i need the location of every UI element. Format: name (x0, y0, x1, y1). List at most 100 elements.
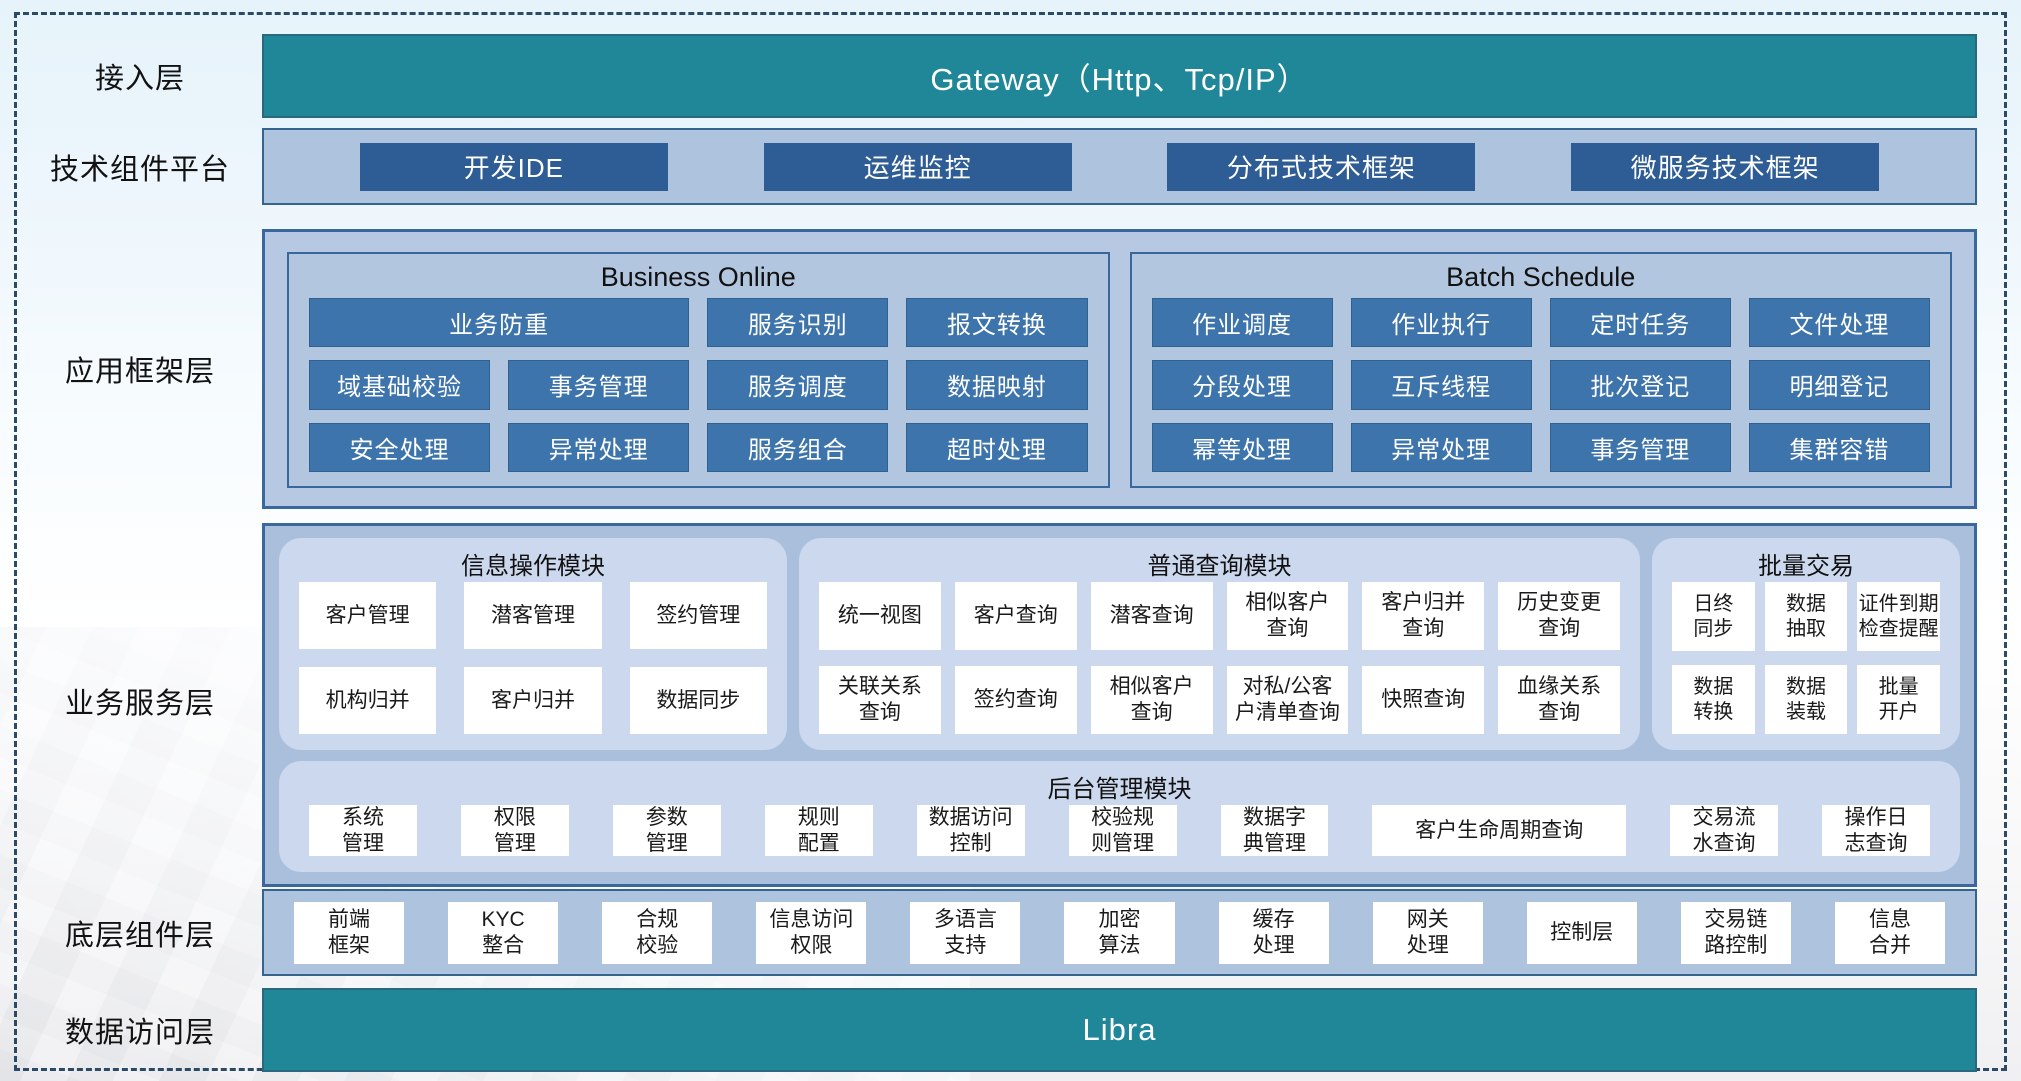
common-query-grid: 统一视图客户查询潜客查询相似客户 查询客户归并 查询历史变更 查询关联关系 查询… (819, 582, 1620, 734)
layer-label-service: 业务服务层 (64, 688, 215, 720)
admin-module-item: 数据字 典管理 (1220, 805, 1329, 857)
business-online-item: 业务防重 (309, 298, 690, 348)
batch-trade-item: 数据 转换 (1672, 665, 1755, 734)
batch-trade-title: 批量交易 (1758, 552, 1854, 580)
common-query-item: 相似客户 查询 (1090, 666, 1213, 734)
batch-schedule-item: 批次登记 (1549, 360, 1731, 410)
admin-module-item: 规则 配置 (764, 805, 873, 857)
admin-module-item: 权限 管理 (460, 805, 569, 857)
component-item: 交易链 路控制 (1680, 901, 1791, 964)
common-query-item: 签约查询 (954, 666, 1077, 734)
business-online-grid: 业务防重服务识别报文转换域基础校验事务管理服务调度数据映射安全处理异常处理服务组… (309, 298, 1088, 472)
common-query-item: 客户归并 查询 (1362, 582, 1485, 650)
info-operation-module: 信息操作模块 客户管理潜客管理签约管理机构归并客户归并数据同步 (279, 538, 787, 750)
access-layer-row: 接入层 Gateway（Http、Tcp/IP） (18, 34, 1977, 118)
framework-layer-row: 应用框架层 Business Online 业务防重服务识别报文转换域基础校验事… (18, 229, 1977, 509)
batch-schedule-item: 幂等处理 (1151, 422, 1333, 472)
common-query-item: 对私/公客 户清单查询 (1226, 666, 1349, 734)
info-operation-item: 客户管理 (299, 582, 437, 649)
libra-bar: Libra (262, 988, 1977, 1072)
info-operation-item: 签约管理 (629, 582, 767, 649)
business-online-section: Business Online 业务防重服务识别报文转换域基础校验事务管理服务调… (287, 252, 1110, 488)
business-online-item: 报文转换 (906, 298, 1088, 348)
admin-module-item: 交易流 水查询 (1670, 805, 1779, 857)
service-top-modules: 信息操作模块 客户管理潜客管理签约管理机构归并客户归并数据同步 普通查询模块 统… (279, 538, 1960, 750)
business-online-item: 服务组合 (707, 422, 889, 472)
business-online-item: 服务调度 (707, 360, 889, 410)
layer-label-tech-platform: 技术组件平台 (49, 153, 230, 186)
info-operation-title: 信息操作模块 (461, 552, 605, 580)
business-online-item: 数据映射 (906, 360, 1088, 410)
tech-platform-item: 分布式技术框架 (1167, 142, 1476, 191)
batch-schedule-grid: 作业调度作业执行定时任务文件处理分段处理互斥线程批次登记明细登记幂等处理异常处理… (1151, 298, 1930, 472)
admin-module-row: 系统 管理权限 管理参数 管理规则 配置数据访问 控制校验规 则管理数据字 典管… (299, 805, 1940, 857)
business-online-item: 异常处理 (508, 422, 690, 472)
batch-schedule-item: 明细登记 (1748, 360, 1930, 410)
admin-module-item: 校验规 则管理 (1068, 805, 1177, 857)
batch-trade-grid: 日终 同步数据 抽取证件到期 检查提醒数据 转换数据 装载批量 开户 (1672, 582, 1940, 734)
layer-label-access: 接入层 (94, 63, 185, 95)
layer-label-framework: 应用框架层 (64, 356, 215, 388)
gateway-bar: Gateway（Http、Tcp/IP） (262, 34, 1977, 118)
admin-module-item: 参数 管理 (612, 805, 721, 857)
batch-trade-item: 证件到期 检查提醒 (1857, 582, 1940, 651)
batch-schedule-item: 集群容错 (1748, 422, 1930, 472)
batch-schedule-section: Batch Schedule 作业调度作业执行定时任务文件处理分段处理互斥线程批… (1129, 252, 1952, 488)
info-operation-item: 客户归并 (464, 667, 602, 734)
info-operation-grid: 客户管理潜客管理签约管理机构归并客户归并数据同步 (299, 582, 767, 734)
info-operation-item: 机构归并 (299, 667, 437, 734)
admin-module-title: 后台管理模块 (1047, 775, 1192, 803)
common-query-item: 客户查询 (954, 582, 1077, 650)
batch-schedule-item: 作业调度 (1151, 298, 1333, 348)
service-layer-row: 业务服务层 信息操作模块 客户管理潜客管理签约管理机构归并客户归并数据同步 普通… (18, 523, 1977, 888)
common-query-module: 普通查询模块 统一视图客户查询潜客查询相似客户 查询客户归并 查询历史变更 查询… (799, 538, 1640, 750)
common-query-item: 历史变更 查询 (1498, 582, 1620, 650)
batch-schedule-title: Batch Schedule (1446, 261, 1636, 292)
component-item: 多语言 支持 (910, 901, 1021, 964)
admin-module-item: 系统 管理 (309, 805, 417, 857)
batch-schedule-item: 文件处理 (1748, 298, 1930, 348)
framework-panel: Business Online 业务防重服务识别报文转换域基础校验事务管理服务调… (262, 229, 1977, 509)
business-online-item: 超时处理 (906, 422, 1088, 472)
info-operation-item: 数据同步 (629, 667, 767, 734)
tech-platform-item: 微服务技术框架 (1571, 142, 1880, 191)
common-query-item: 相似客户 查询 (1226, 582, 1349, 650)
layer-label-component: 底层组件层 (64, 919, 215, 952)
component-item: 网关 处理 (1372, 901, 1483, 964)
business-online-item: 域基础校验 (309, 360, 491, 410)
batch-schedule-item: 异常处理 (1350, 422, 1532, 472)
tech-platform-item: 开发IDE (359, 142, 668, 191)
tech-platform-item: 运维监控 (763, 142, 1072, 191)
batch-trade-module: 批量交易 日终 同步数据 抽取证件到期 检查提醒数据 转换数据 装载批量 开户 (1652, 538, 1960, 750)
component-item: 前端 框架 (294, 901, 405, 964)
common-query-title: 普通查询模块 (1147, 552, 1292, 580)
service-panel: 信息操作模块 客户管理潜客管理签约管理机构归并客户归并数据同步 普通查询模块 统… (262, 523, 1977, 888)
common-query-item: 关联关系 查询 (819, 666, 941, 734)
batch-trade-item: 日终 同步 (1672, 582, 1755, 651)
component-item: KYC 整合 (448, 901, 559, 964)
batch-trade-item: 批量 开户 (1857, 665, 1940, 734)
common-query-item: 快照查询 (1362, 666, 1485, 734)
common-query-item: 统一视图 (819, 582, 941, 650)
batch-schedule-item: 互斥线程 (1350, 360, 1532, 410)
tech-platform-panel: 开发IDE 运维监控 分布式技术框架 微服务技术框架 (262, 128, 1977, 205)
batch-schedule-item: 作业执行 (1350, 298, 1532, 348)
component-item: 缓存 处理 (1218, 901, 1329, 964)
batch-schedule-item: 分段处理 (1151, 360, 1333, 410)
batch-trade-item: 数据 抽取 (1764, 582, 1848, 651)
libra-title: Libra (1082, 1012, 1157, 1047)
batch-schedule-item: 定时任务 (1549, 298, 1731, 348)
batch-schedule-item: 事务管理 (1549, 422, 1731, 472)
admin-module: 后台管理模块 系统 管理权限 管理参数 管理规则 配置数据访问 控制校验规 则管… (279, 761, 1960, 873)
component-item: 信息 合并 (1834, 901, 1946, 964)
admin-module-item: 操作日 志查询 (1822, 805, 1930, 857)
gateway-title: Gateway（Http、Tcp/IP） (930, 61, 1309, 97)
business-online-title: Business Online (600, 261, 796, 292)
component-item: 合规 校验 (602, 901, 713, 964)
common-query-item: 血缘关系 查询 (1498, 666, 1620, 734)
common-query-item: 潜客查询 (1090, 582, 1213, 650)
business-online-item: 事务管理 (508, 360, 690, 410)
component-item: 加密 算法 (1064, 901, 1175, 964)
